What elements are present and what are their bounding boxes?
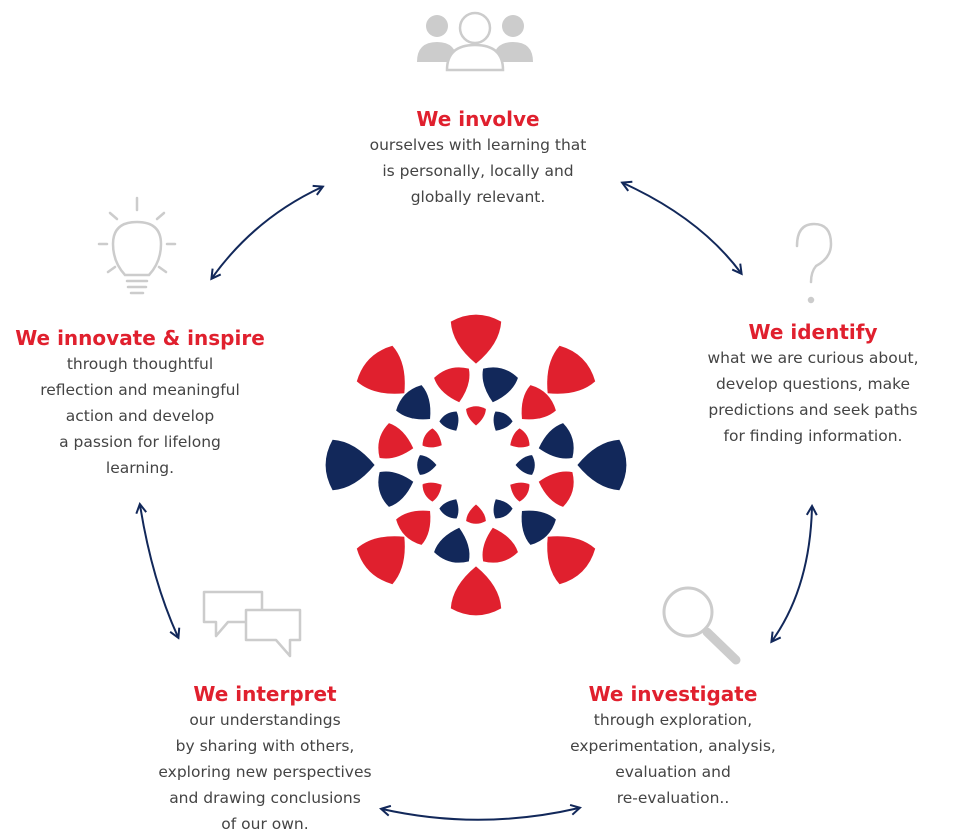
innovate-title: We innovate & inspire — [15, 326, 265, 350]
flower-petal — [493, 411, 513, 431]
interpret-block: We interpret our understandings by shari… — [105, 681, 425, 837]
investigate-line: evaluation and — [615, 763, 731, 781]
flower-petal — [466, 406, 486, 426]
flower-petal — [521, 510, 556, 545]
flower-petal — [466, 504, 486, 524]
arrow-involve-identify — [623, 183, 741, 273]
flower-petal — [547, 345, 596, 394]
flower-petal — [422, 482, 442, 502]
flower-petal — [396, 510, 431, 545]
flower-petal — [450, 566, 502, 616]
flower-petal — [521, 385, 556, 420]
investigate-block: We investigate through exploration, expe… — [540, 681, 806, 811]
flower-petal — [510, 482, 530, 502]
interpret-title: We interpret — [193, 682, 337, 706]
arrow-innovate-involve — [212, 187, 322, 278]
flower-petal — [450, 314, 502, 364]
flower-petal — [396, 385, 431, 420]
innovate-line: through thoughtful — [66, 355, 214, 373]
flower-petal — [356, 345, 405, 394]
arrow-interpret-innovate — [140, 505, 178, 637]
flower-petal — [325, 439, 375, 491]
interpret-line: by sharing with others, — [175, 737, 355, 755]
flower-petal — [378, 471, 414, 507]
involve-line: is personally, locally and — [382, 162, 574, 180]
identify-block: We identify what we are curious about, d… — [668, 319, 953, 449]
investigate-line: re-evaluation.. — [616, 789, 730, 807]
flower-petal — [417, 455, 437, 475]
identify-line: predictions and seek paths — [708, 401, 918, 419]
flower-petal — [538, 471, 574, 507]
flower-petal — [493, 499, 513, 519]
involve-line: ourselves with learning that — [369, 136, 587, 154]
flower-petal — [515, 455, 535, 475]
innovate-line: action and develop — [65, 407, 215, 425]
flower-petal — [439, 499, 459, 519]
identify-line: for finding information. — [723, 427, 903, 445]
flower-petal — [434, 367, 470, 403]
innovate-block: We innovate & inspire through thoughtful… — [2, 325, 278, 481]
flower-petal — [422, 428, 442, 448]
speech-bubbles-icon — [202, 590, 302, 658]
interpret-line: our understandings — [189, 711, 341, 729]
interpret-line: of our own. — [221, 815, 309, 833]
investigate-line: experimentation, analysis, — [570, 737, 776, 755]
lightbulb-icon — [97, 196, 177, 295]
identify-title: We identify — [748, 320, 878, 344]
investigate-title: We investigate — [588, 682, 758, 706]
innovate-line: a passion for lifelong — [59, 433, 221, 451]
involve-block: We involve ourselves with learning that … — [318, 106, 638, 210]
flower-petal — [510, 428, 530, 448]
innovate-line: reflection and meaningful — [40, 381, 240, 399]
involve-title: We involve — [416, 107, 540, 131]
innovate-line: learning. — [105, 459, 175, 477]
question-mark-icon — [795, 222, 833, 304]
identify-line: what we are curious about, — [707, 349, 919, 367]
arrow-investigate-interpret — [382, 808, 579, 821]
flower-petal — [482, 367, 518, 403]
flower-petal — [439, 411, 459, 431]
people-icon — [417, 11, 533, 72]
magnifier-icon — [662, 586, 741, 665]
flower-petal — [538, 423, 574, 459]
flower-petal — [356, 536, 405, 585]
identify-line: develop questions, make — [715, 375, 911, 393]
flower-petal — [434, 527, 470, 563]
arrow-identify-investigate — [772, 507, 812, 641]
interpret-line: exploring new perspectives — [158, 763, 372, 781]
interpret-line: and drawing conclusions — [169, 789, 361, 807]
flower-petal — [378, 423, 414, 459]
flower-petal — [547, 536, 596, 585]
involve-line: globally relevant. — [410, 188, 546, 206]
flower-petal — [482, 527, 518, 563]
flower-petal — [577, 439, 627, 491]
investigate-line: through exploration, — [593, 711, 753, 729]
